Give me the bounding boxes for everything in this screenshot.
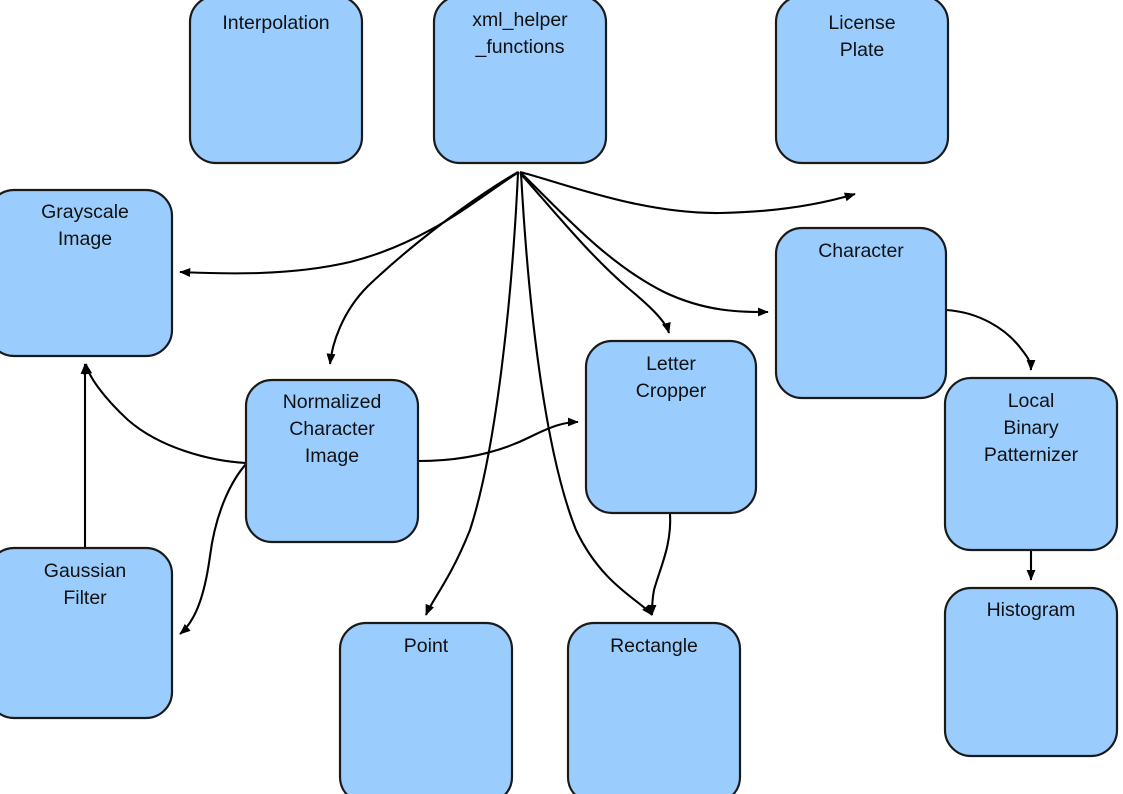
node-xml-helper-functions-label-line-2: _functions bbox=[475, 36, 565, 58]
edge-normalized-to-grayscale bbox=[83, 363, 247, 465]
edge-xml-to-grayscale bbox=[179, 171, 520, 277]
node-gaussian-filter-label-line-1: Gaussian bbox=[44, 560, 126, 582]
edge-character-to-lbp bbox=[945, 308, 1036, 371]
node-normalized-character-image-label-line-2: Character bbox=[289, 418, 375, 440]
node-normalized-character-image-shape[interactable] bbox=[244, 378, 420, 544]
node-grayscale-image-shape[interactable] bbox=[0, 188, 174, 358]
node-histogram[interactable]: Histogram bbox=[943, 586, 1119, 758]
node-grayscale-image[interactable]: Grayscale Image bbox=[0, 188, 174, 358]
node-character[interactable]: Character bbox=[774, 226, 948, 400]
node-letter-cropper[interactable]: Letter Cropper bbox=[584, 339, 758, 515]
node-gaussian-filter-label-line-2: Filter bbox=[63, 587, 107, 609]
node-interpolation-label-line-1: Interpolation bbox=[222, 12, 329, 34]
edge-letter-cropper-to-rectangle bbox=[647, 512, 672, 616]
node-letter-cropper-label-line-2: Cropper bbox=[636, 380, 707, 402]
node-normalized-character-image-label-line-1: Normalized bbox=[283, 391, 382, 413]
node-letter-cropper-label-line-1: Letter bbox=[646, 353, 696, 375]
node-local-binary-patternizer[interactable]: Local Binary Patternizer bbox=[943, 376, 1119, 552]
node-local-binary-patternizer-label-line-1: Local bbox=[1008, 390, 1055, 412]
edge-xml-to-normalized bbox=[326, 171, 519, 365]
node-xml-helper-functions[interactable]: xml_helper _functions bbox=[432, 0, 608, 165]
edges-layer bbox=[80, 170, 1036, 635]
node-rectangle-shape[interactable] bbox=[566, 621, 742, 794]
node-normalized-character-image-label-line-3: Image bbox=[305, 445, 359, 467]
node-xml-helper-functions-label-line-1: xml_helper bbox=[472, 9, 568, 31]
node-grayscale-image-label-line-1: Grayscale bbox=[41, 201, 129, 223]
node-license-plate-label-line-2: Plate bbox=[840, 39, 884, 61]
node-local-binary-patternizer-shape[interactable] bbox=[943, 376, 1119, 552]
node-local-binary-patternizer-label-line-2: Binary bbox=[1003, 417, 1059, 439]
node-letter-cropper-shape[interactable] bbox=[584, 339, 758, 515]
edge-xml-to-point bbox=[425, 172, 520, 616]
node-point[interactable]: Point bbox=[338, 621, 514, 794]
node-character-label-line-1: Character bbox=[818, 240, 904, 262]
edge-xml-to-license-plate bbox=[519, 170, 856, 215]
node-rectangle-label-line-1: Rectangle bbox=[610, 635, 698, 657]
node-xml-helper-functions-shape[interactable] bbox=[432, 0, 608, 165]
edge-xml-to-rectangle bbox=[519, 172, 653, 616]
node-gaussian-filter-shape[interactable] bbox=[0, 546, 174, 720]
node-point-shape[interactable] bbox=[338, 621, 514, 794]
node-gaussian-filter[interactable]: Gaussian Filter bbox=[0, 546, 174, 720]
node-interpolation[interactable]: Interpolation bbox=[188, 0, 364, 165]
node-license-plate[interactable]: License Plate bbox=[774, 0, 950, 165]
edge-normalized-to-gaussian bbox=[179, 463, 247, 635]
edge-normalized-to-letter-cropper bbox=[417, 417, 579, 463]
edge-xml-to-character bbox=[520, 172, 769, 317]
node-point-label-line-1: Point bbox=[404, 635, 449, 657]
edge-xml-to-letter-cropper bbox=[519, 172, 671, 334]
node-grayscale-image-label-line-2: Image bbox=[58, 228, 112, 250]
node-local-binary-patternizer-label-line-3: Patternizer bbox=[984, 444, 1079, 466]
node-histogram-label-line-1: Histogram bbox=[987, 599, 1076, 621]
node-interpolation-shape[interactable] bbox=[188, 0, 364, 165]
node-normalized-character-image[interactable]: Normalized Character Image bbox=[244, 378, 420, 544]
node-histogram-shape[interactable] bbox=[943, 586, 1119, 758]
node-license-plate-label-line-1: License bbox=[828, 12, 895, 34]
node-character-shape[interactable] bbox=[774, 226, 948, 400]
node-license-plate-shape[interactable] bbox=[774, 0, 950, 165]
node-rectangle[interactable]: Rectangle bbox=[566, 621, 742, 794]
